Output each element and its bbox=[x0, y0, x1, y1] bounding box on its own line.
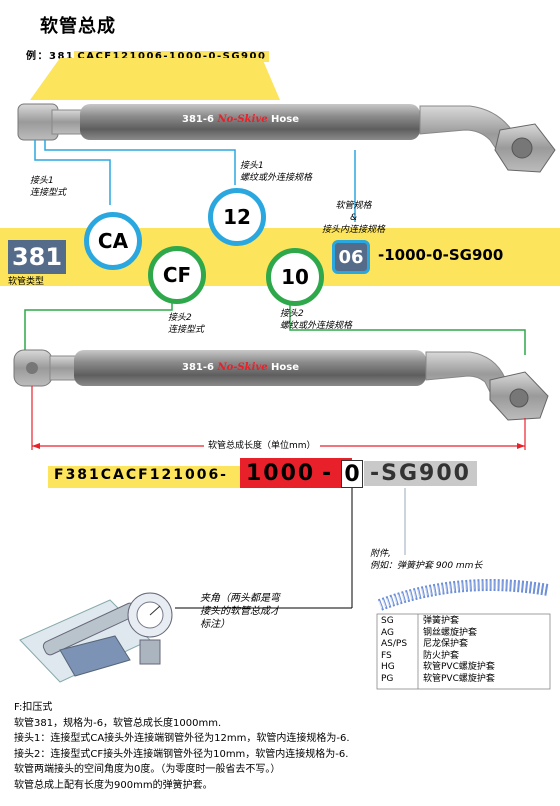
fitting2-type-label: 接头2 连接型式 bbox=[168, 313, 205, 335]
note-line: 接头2：连接型式CF接头外连接端钢管外径为10mm，软管内连接规格为-6. bbox=[14, 748, 349, 760]
part-number-tail: -SG900 bbox=[364, 461, 477, 486]
yellow-wedge bbox=[30, 58, 280, 100]
fitting1-size-circle: 12 bbox=[208, 188, 266, 246]
hose-2-label: 381-6 No-Skive Hose bbox=[182, 362, 300, 373]
code-tail: -1000-0-SG900 bbox=[378, 246, 504, 264]
page-title: 软管总成 bbox=[40, 16, 116, 37]
note-line: 软管总成上配有长度为900mm的弹簧护套。 bbox=[14, 779, 213, 791]
note-line: 软管381，规格为-6，软管总成长度1000mm. bbox=[14, 717, 222, 729]
part-number-dash: - bbox=[322, 461, 334, 486]
fitting2-size-circle: 10 bbox=[266, 248, 324, 306]
assembly-length-label: 软管总成长度（单位mm） bbox=[204, 438, 320, 451]
notes-block: F:扣压式 软管381，规格为-6，软管总成长度1000mm. 接头1：连接型式… bbox=[14, 700, 554, 793]
part-number-angle: 0 bbox=[341, 460, 363, 488]
fitting1-type-circle: CA bbox=[84, 212, 142, 270]
part-number-length: 1000 bbox=[246, 461, 316, 486]
hose-2-graphic bbox=[13, 349, 549, 421]
accessory-example: 例如：弹簧护套 900 mm长 bbox=[370, 561, 483, 571]
note-line: 接头1：连接型式CA接头外连接端钢管外径为12mm，软管内连接规格为-6. bbox=[14, 733, 350, 744]
angle-note: 夹角（两头都是弯 接头的软管总成才 标注） bbox=[200, 593, 280, 630]
hose-size-code: 06 bbox=[332, 240, 370, 274]
fitting1-thread-label: 接头1 螺纹或外连接规格 bbox=[240, 161, 313, 183]
fitting1-type-label: 接头1 连接型式 bbox=[30, 176, 67, 198]
part-number-band bbox=[48, 466, 240, 488]
spring-guard-graphic bbox=[377, 579, 550, 611]
note-line: F:扣压式 bbox=[14, 702, 53, 713]
hose-1-label: 381-6 No-Skive Hose bbox=[182, 114, 300, 125]
fitting2-type-circle: CF bbox=[148, 246, 206, 304]
part-number-prefix: F381CACF121006- bbox=[54, 467, 228, 483]
note-line: 软管两端接头的空间角度为0度。（为零度时一般省去不写。） bbox=[14, 764, 281, 775]
hose-size-label: 软管规格 & 接头内连接规格 bbox=[322, 201, 386, 235]
example-highlight: CACF121006-1000-0-SG900 bbox=[74, 51, 270, 62]
accessory-title: 附件, bbox=[370, 549, 391, 559]
series-code: 381 bbox=[8, 240, 66, 274]
fitting2-thread-label: 接头2 螺纹或外连接规格 bbox=[280, 309, 353, 331]
angle-illustration bbox=[19, 592, 173, 683]
hose-1-graphic bbox=[17, 103, 556, 173]
example-prefix: 例：381 bbox=[26, 51, 75, 62]
hose-type-label: 软管类型 bbox=[8, 277, 45, 287]
